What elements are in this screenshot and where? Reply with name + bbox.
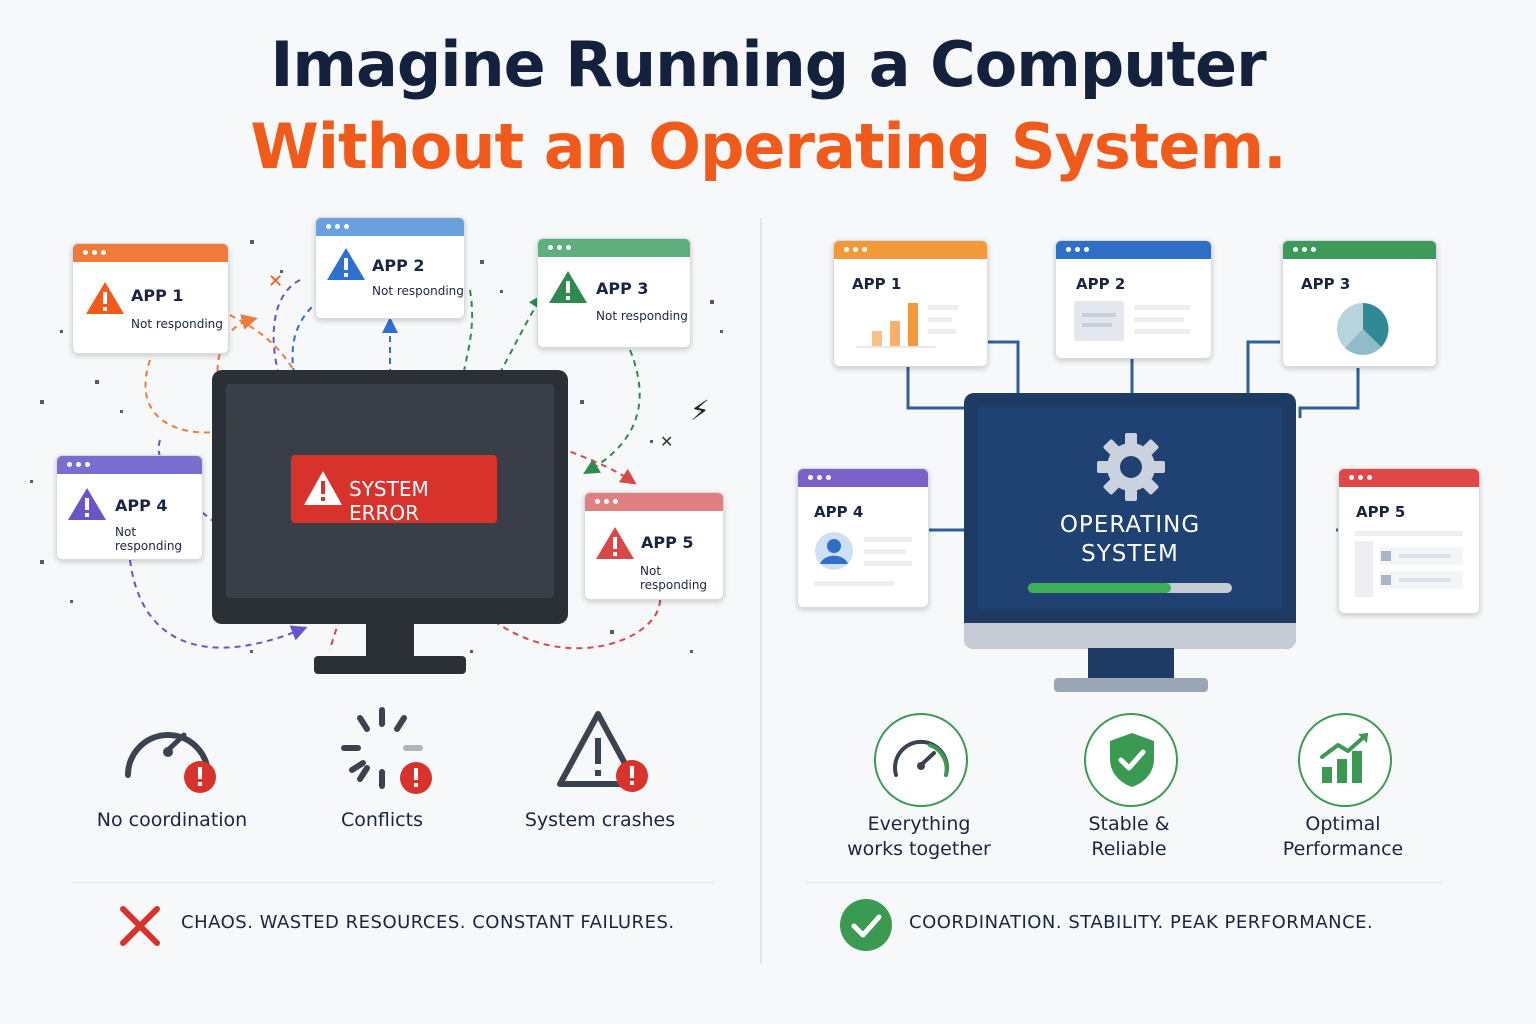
warning-icon [549, 271, 587, 303]
title-line-2: Without an Operating System. [250, 110, 1286, 183]
left-app-5-name: APP 5 [641, 533, 694, 552]
shield-icon-circle [1084, 713, 1178, 807]
issue-label-3: System crashes [524, 809, 676, 831]
gear-icon [1097, 433, 1165, 501]
left-app-2-window[interactable]: APP 2 Not responding [315, 217, 465, 319]
os-label-line-1: OPERATING [1059, 512, 1201, 538]
right-app-3-name: APP 3 [1301, 275, 1351, 293]
error-warning-icon [304, 471, 342, 505]
right-footer-text: COORDINATION. STABILITY. PEAK PERFORMANC… [909, 912, 1374, 933]
left-app-3-window[interactable]: APP 3 Not responding [537, 238, 691, 348]
left-app-2-status: Not responding [372, 284, 464, 298]
svg-text:⚡: ⚡ [690, 394, 710, 427]
right-app-4-window[interactable]: APP 4 [797, 468, 929, 608]
svg-text:✕: ✕ [268, 271, 283, 292]
warning-icon [68, 488, 106, 520]
os-monitor-chin [964, 623, 1296, 649]
os-progress-fill [1028, 583, 1171, 593]
svg-text:✕: ✕ [660, 432, 673, 451]
right-app-2-window[interactable]: APP 2 [1055, 240, 1212, 359]
x-icon [120, 906, 160, 946]
benefit-3-line-2: Performance [1282, 838, 1404, 860]
left-footer-text: CHAOS. WASTED RESOURCES. CONSTANT FAILUR… [181, 912, 675, 933]
shield-check-icon [1110, 733, 1154, 787]
right-app-5-name: APP 5 [1356, 503, 1406, 521]
os-progress-bar [1028, 583, 1232, 593]
warning-icon [327, 248, 365, 280]
os-label-line-2: SYSTEM [1081, 541, 1179, 567]
right-app-5-window[interactable]: APP 5 [1338, 468, 1480, 614]
issue-label-2: Conflicts [341, 809, 423, 831]
list-icon [1355, 531, 1463, 597]
system-error-banner: SYSTEM ERROR [291, 455, 497, 525]
benefit-1-line-1: Everything [867, 813, 971, 835]
benefit-2-line-1: Stable & [1088, 813, 1170, 835]
left-app-4-name: APP 4 [115, 496, 168, 515]
left-app-3-status: Not responding [596, 309, 688, 323]
left-app-1-status: Not responding [131, 317, 223, 331]
pie-chart-icon [1337, 303, 1389, 355]
warning-triangle-icon [557, 711, 648, 792]
right-app-1-name: APP 1 [852, 275, 902, 293]
broken-monitor-stand [314, 622, 466, 674]
left-app-2-name: APP 2 [372, 256, 425, 275]
warning-icon [596, 527, 634, 559]
os-monitor-stand [1054, 648, 1208, 692]
check-circle-icon [840, 899, 892, 951]
left-app-5-status: Not responding [640, 564, 708, 592]
speedometer-icon [893, 739, 949, 777]
speedometer-icon-circle [874, 713, 968, 807]
left-app-1-name: APP 1 [131, 286, 184, 305]
left-footer-divider [72, 882, 714, 883]
speedometer-warning-icon [125, 732, 216, 793]
title-line-1: Imagine Running a Computer [270, 28, 1266, 101]
right-app-3-window[interactable]: APP 3 [1282, 240, 1437, 367]
growth-icon-circle [1298, 713, 1392, 807]
left-app-5-window[interactable]: APP 5 Not responding [584, 492, 724, 600]
benefit-1-line-2: works together [847, 838, 991, 860]
document-icon [1074, 301, 1190, 341]
user-profile-icon [814, 532, 912, 586]
right-app-1-window[interactable]: APP 1 [833, 240, 988, 367]
left-app-1-window[interactable]: APP 1 Not responding [72, 243, 229, 354]
warning-icon [86, 282, 124, 314]
growth-chart-icon [1320, 733, 1368, 783]
left-app-4-window[interactable]: APP 4 Not responding [56, 455, 203, 560]
loading-spinner-icon [341, 707, 432, 794]
bar-chart-icon [856, 303, 958, 348]
left-app-3-name: APP 3 [596, 279, 649, 298]
right-footer-divider [806, 882, 1442, 883]
benefit-2-line-2: Reliable [1091, 838, 1167, 860]
right-app-2-name: APP 2 [1076, 275, 1126, 293]
center-divider [760, 218, 762, 963]
benefit-3-line-1: Optimal [1305, 813, 1381, 835]
left-app-4-status: Not responding [115, 525, 183, 553]
issue-label-1: No coordination [96, 809, 248, 831]
right-app-4-name: APP 4 [814, 503, 864, 521]
system-error-label: SYSTEM ERROR [349, 477, 429, 525]
